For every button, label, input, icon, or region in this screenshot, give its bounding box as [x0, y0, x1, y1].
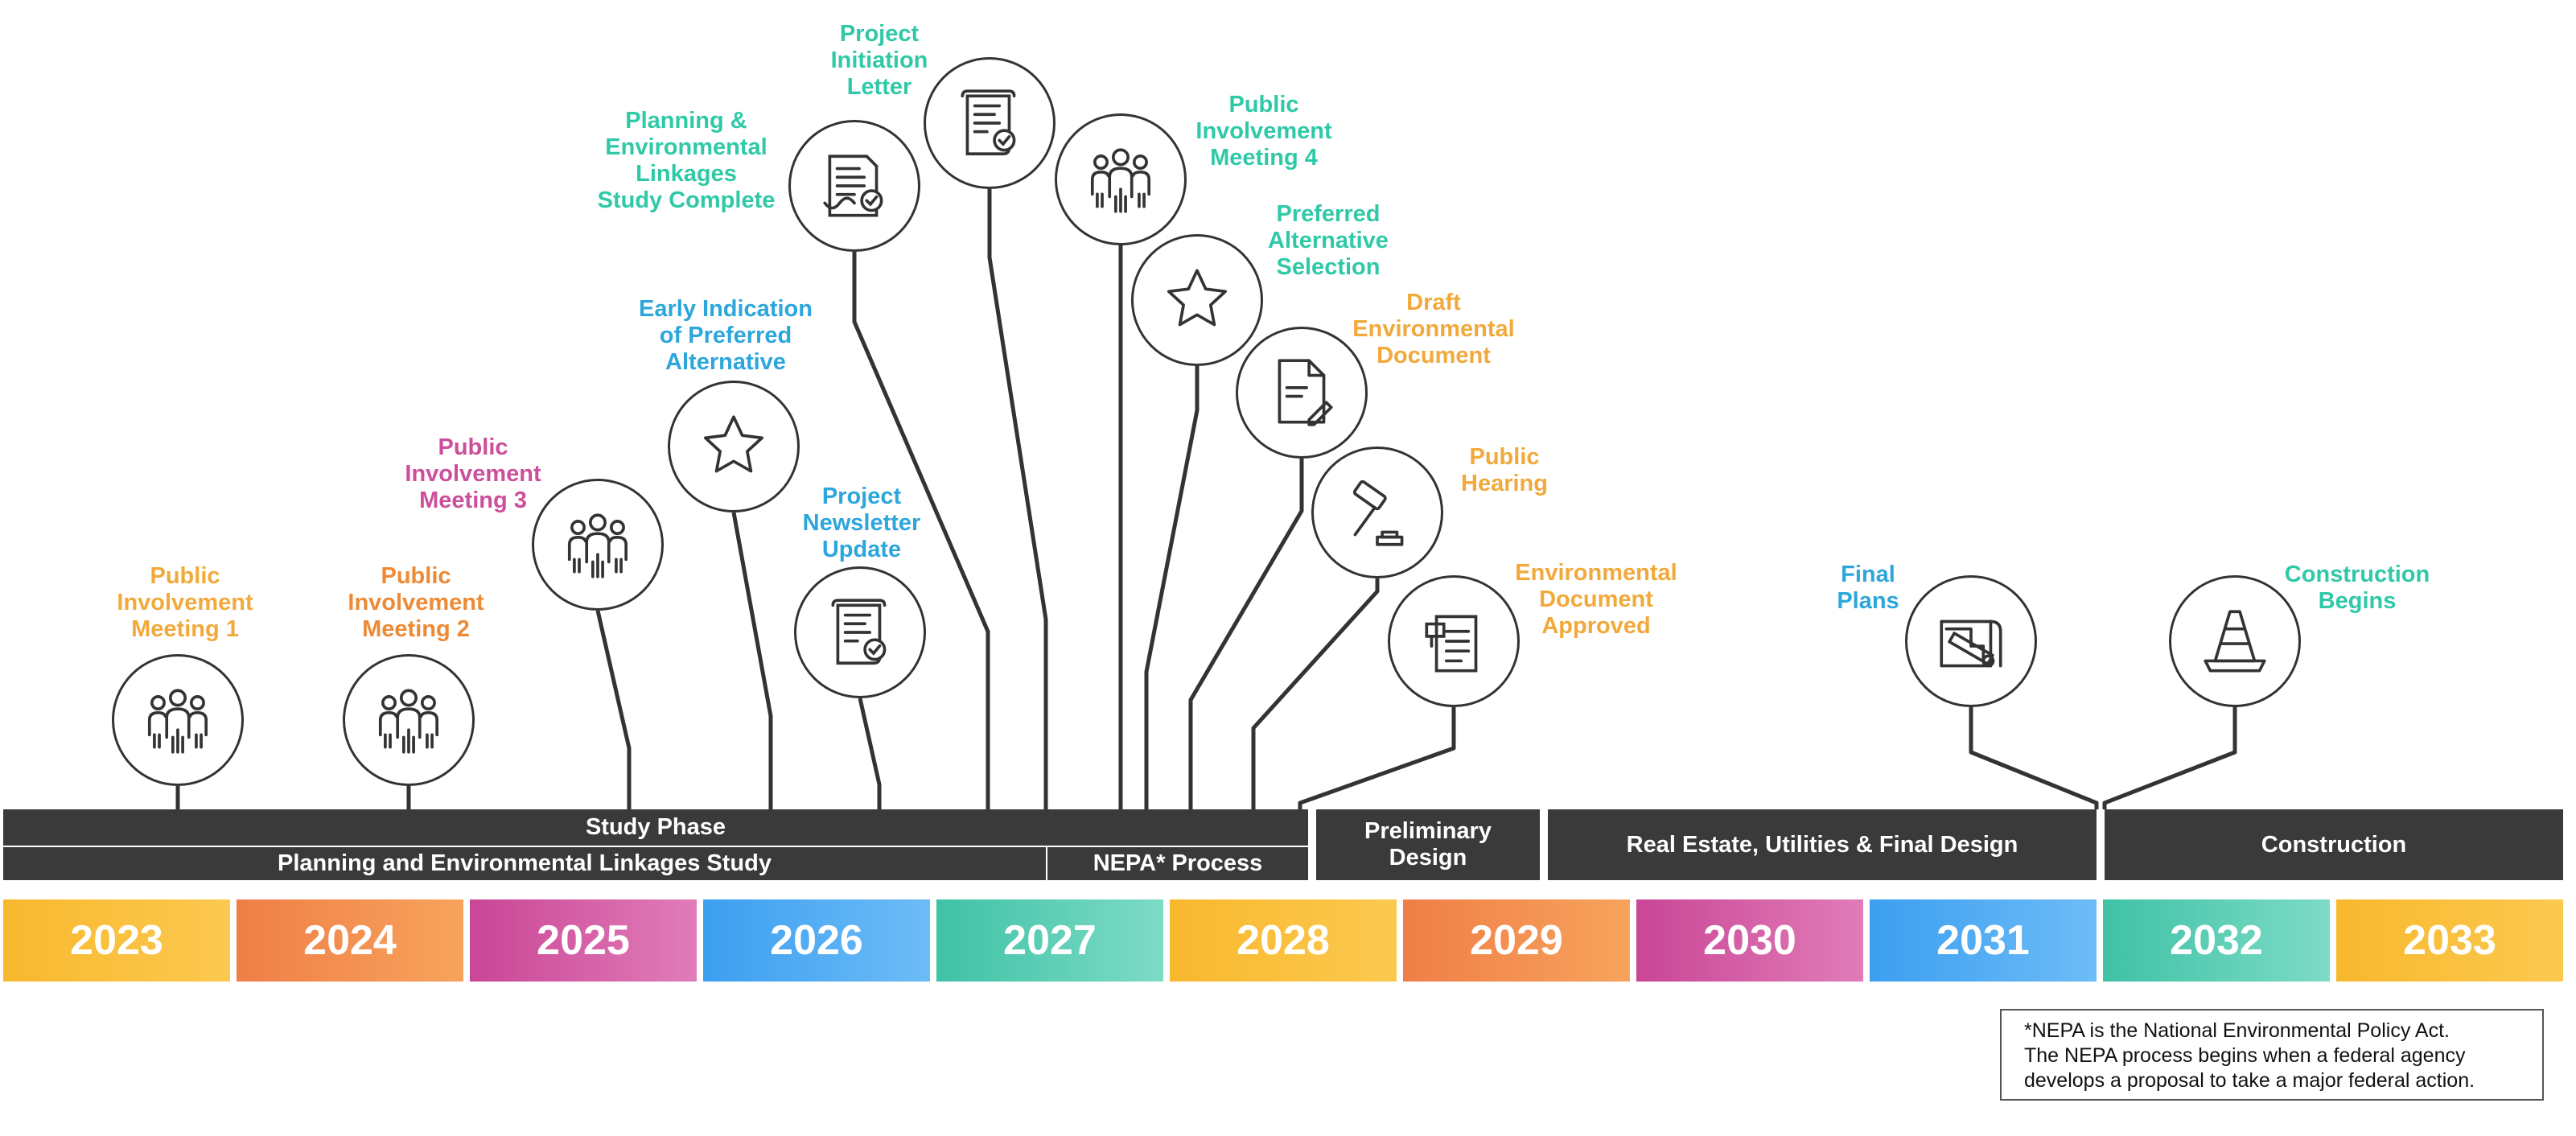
- milestone-4-circle: [668, 381, 800, 512]
- construction-bar: Construction: [2105, 809, 2563, 880]
- connector-line-3: [595, 610, 632, 809]
- preliminary-design-bar: Preliminary Design: [1316, 809, 1540, 880]
- document-pencil-icon: [1238, 329, 1365, 456]
- milestone-6-circle: [788, 120, 920, 252]
- milestone-8-label: Public Involvement Meeting 4: [1195, 92, 1332, 171]
- milestone-7-circle: [924, 57, 1056, 189]
- footnote-line-1: *NEPA is the National Environmental Poli…: [2024, 1019, 2450, 1042]
- year-2028: 2028: [1170, 899, 1397, 982]
- connector-line-11: [1251, 578, 1380, 809]
- milestone-11-label: Public Hearing: [1461, 444, 1548, 496]
- year-2031: 2031: [1870, 899, 2097, 982]
- connector-line-10: [1188, 459, 1304, 809]
- milestone-9-circle: [1131, 234, 1263, 366]
- star-icon: [670, 383, 797, 510]
- connector-line-7: [987, 189, 1048, 809]
- year-2030: 2030: [1636, 899, 1863, 982]
- pel-study-bar: Planning and Environmental Linkages Stud…: [3, 846, 1046, 880]
- milestone-7-label: Project Initiation Letter: [830, 21, 928, 100]
- connector-line-9: [1144, 366, 1200, 809]
- milestone-10-circle: [1236, 327, 1368, 459]
- star-icon: [1134, 237, 1261, 364]
- approved-document-icon: [1390, 578, 1517, 705]
- milestone-6-label: Planning & Environmental Linkages Study …: [597, 108, 776, 213]
- milestone-9-label: Preferred Alternative Selection: [1268, 201, 1389, 280]
- milestone-10-label: Draft Environmental Document: [1352, 290, 1515, 368]
- milestone-1-label: Public Involvement Meeting 1: [117, 563, 253, 642]
- footnote-line-2: The NEPA process begins when a federal a…: [2024, 1044, 2466, 1067]
- year-2026: 2026: [703, 899, 930, 982]
- document-check-icon: [791, 122, 918, 249]
- connector-line-4: [731, 512, 773, 809]
- milestone-1-circle: [112, 654, 244, 786]
- year-2025: 2025: [470, 899, 697, 982]
- milestone-12-label: Environmental Document Approved: [1515, 560, 1677, 639]
- milestone-5-label: Project Newsletter Update: [802, 484, 921, 562]
- real-estate-bar: Real Estate, Utilities & Final Design: [1548, 809, 2097, 880]
- connector-line-5: [858, 698, 882, 809]
- year-2023: 2023: [3, 899, 230, 982]
- milestone-5-circle: [794, 566, 926, 698]
- year-2027: 2027: [936, 899, 1163, 982]
- scroll-check-icon: [796, 569, 924, 696]
- milestone-14-circle: [2169, 575, 2301, 707]
- milestone-12-circle: [1388, 575, 1520, 707]
- people-icon: [114, 656, 241, 784]
- nepa-process-bar: NEPA* Process: [1046, 846, 1308, 880]
- blueprint-icon: [1907, 578, 2035, 705]
- footnote-line-3: develops a proposal to take a major fede…: [2024, 1069, 2475, 1092]
- milestone-3-circle: [532, 479, 664, 611]
- connector-line-12: [1298, 707, 1456, 809]
- year-2029: 2029: [1403, 899, 1630, 982]
- milestone-13-label: Final Plans: [1837, 562, 1899, 614]
- milestone-11-circle: [1311, 447, 1443, 578]
- milestone-2-circle: [343, 654, 475, 786]
- milestone-14-label: Construction Begins: [2284, 562, 2430, 614]
- milestone-8-circle: [1055, 113, 1187, 245]
- connector-line-13: [1969, 707, 2099, 809]
- milestone-4-label: Early Indication of Preferred Alternativ…: [639, 296, 813, 375]
- year-2024: 2024: [237, 899, 463, 982]
- gavel-icon: [1314, 449, 1441, 576]
- traffic-cone-icon: [2171, 578, 2298, 705]
- people-icon: [345, 656, 472, 784]
- people-icon: [1057, 116, 1184, 243]
- milestone-3-label: Public Involvement Meeting 3: [405, 434, 541, 513]
- scroll-check-icon: [926, 60, 1053, 187]
- nepa-footnote: *NEPA is the National Environmental Poli…: [2000, 1009, 2544, 1101]
- connector-line-6: [852, 252, 990, 809]
- milestone-2-label: Public Involvement Meeting 2: [348, 563, 484, 642]
- year-2032: 2032: [2103, 899, 2330, 982]
- milestone-13-circle: [1905, 575, 2037, 707]
- people-icon: [534, 481, 661, 608]
- year-2033: 2033: [2336, 899, 2563, 982]
- connector-line-14: [2102, 707, 2237, 809]
- study-phase-bar: Study Phase: [3, 809, 1308, 846]
